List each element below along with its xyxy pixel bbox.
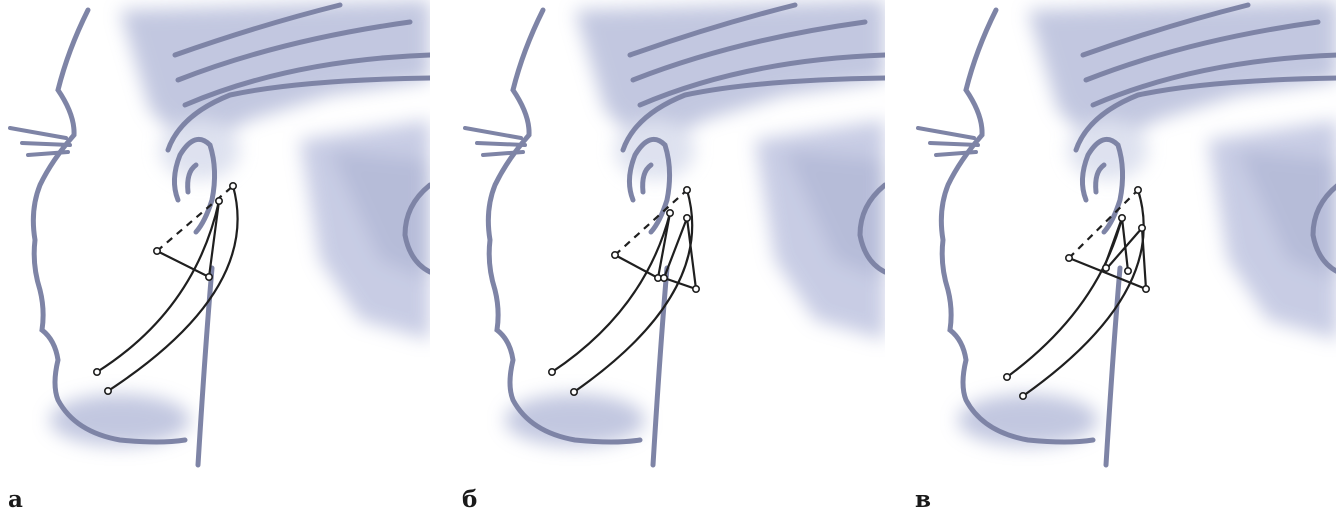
face-profile-illustration [908, 0, 1336, 470]
shading [505, 0, 885, 446]
suture-points [1004, 187, 1149, 399]
nose-strokes [918, 128, 978, 155]
shading [958, 0, 1336, 446]
suture-vectors [552, 190, 696, 392]
suture-points [549, 187, 699, 395]
suture-vectors [97, 186, 238, 391]
face-profile-illustration [455, 0, 885, 470]
panel-caption-b: б [462, 488, 477, 511]
nose-strokes [10, 128, 70, 155]
nose-strokes [465, 128, 525, 155]
diagram-panel-b [455, 0, 885, 470]
panel-caption-a: а [8, 488, 23, 511]
face-profile-illustration [0, 0, 430, 470]
panel-caption-c: в [915, 488, 931, 511]
diagram-panel-a [0, 0, 430, 470]
shading [50, 0, 430, 446]
suture-vectors [1007, 190, 1146, 396]
diagram-panel-c [908, 0, 1336, 470]
